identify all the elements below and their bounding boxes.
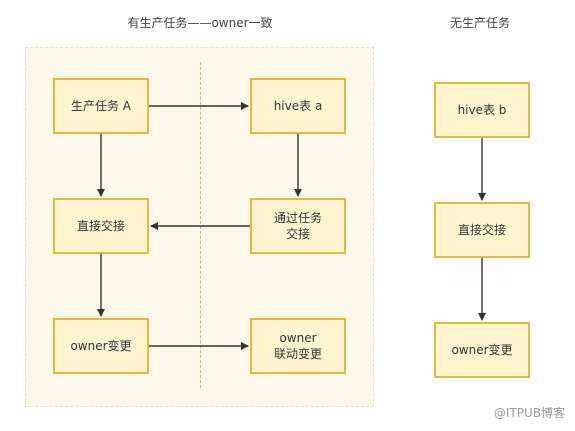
box-handover-via-task-line2: 交接 <box>285 227 310 241</box>
box-production-task-a: 生产任务 A <box>53 78 149 134</box>
box-owner-change-right-label: owner变更 <box>451 343 513 357</box>
box-handover-via-task-line1: 通过任务 <box>273 211 322 225</box>
box-owner-linked-change: owner 联动变更 <box>250 318 346 374</box>
box-direct-handover-right: 直接交接 <box>434 202 530 258</box>
box-direct-handover-left: 直接交接 <box>53 198 149 254</box>
box-handover-via-task: 通过任务 交接 <box>250 198 346 254</box>
box-hive-table-b: hive表 b <box>434 82 530 138</box>
watermark: @ITPUB博客 <box>493 406 565 420</box>
section-title-without-task: 无生产任务 <box>449 16 510 30</box>
box-production-task-a-label: 生产任务 A <box>70 99 132 113</box>
box-direct-handover-left-label: 直接交接 <box>76 219 125 233</box>
box-owner-change-right: owner变更 <box>434 322 530 378</box>
box-hive-table-a-label: hive表 a <box>273 99 323 113</box>
box-owner-change-left: owner变更 <box>53 318 149 374</box>
group-divider <box>200 62 201 388</box>
box-direct-handover-right-label: 直接交接 <box>457 223 506 237</box>
box-owner-change-left-label: owner变更 <box>70 339 132 353</box>
box-owner-linked-change-line2: 联动变更 <box>273 347 322 361</box>
box-hive-table-b-label: hive表 b <box>457 103 507 117</box>
box-owner-linked-change-line1: owner <box>279 331 317 345</box>
box-hive-table-a: hive表 a <box>250 78 346 134</box>
section-title-with-task: 有生产任务——owner一致 <box>127 16 273 30</box>
